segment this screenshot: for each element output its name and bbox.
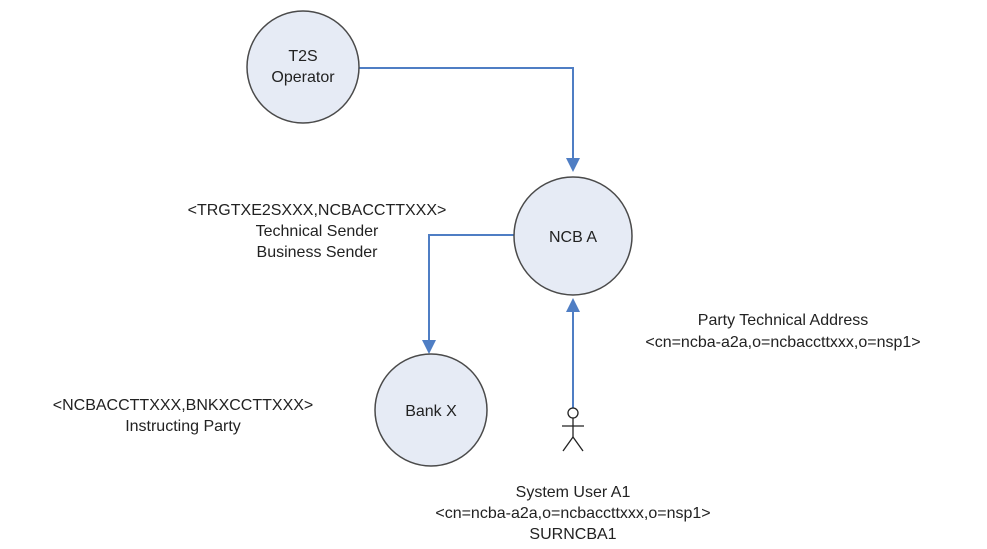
node-label: Operator [271,69,335,86]
annotation-system-user: System User A1 <cn=ncba-a2a,o=ncbaccttxx… [435,484,710,543]
connector-user-to-ncb [566,298,580,408]
node-bank-x: Bank X [374,353,488,467]
node-t2s-operator: T2S Operator [246,10,360,124]
node-circle [246,10,360,124]
actor-person-icon [562,407,584,452]
annotation-line: System User A1 [516,484,631,501]
node-ncb-a: NCB A [513,176,633,296]
annotation-line: <TRGTXE2SXXX,NCBACCTTXXX> [188,202,447,219]
node-label: T2S [288,48,317,65]
annotation-line: Business Sender [257,244,379,261]
annotation-line: <NCBACCTTXXX,BNKXCCTTXXX> [53,397,314,414]
annotation-line: Technical Sender [256,223,379,240]
annotation-line: SURNCBA1 [529,526,616,543]
connector-ncb-to-bank [422,234,514,354]
arrowhead-up-icon [566,298,580,312]
annotation-bank-instructing: <NCBACCTTXXX,BNKXCCTTXXX> Instructing Pa… [53,397,314,435]
annotation-line: Party Technical Address [698,312,868,329]
node-circle [374,353,488,467]
connector-t2s-to-ncb [358,67,580,172]
arrowhead-down-icon [566,158,580,172]
node-circle [513,176,633,296]
annotation-line: <cn=ncba-a2a,o=ncbaccttxxx,o=nsp1> [435,505,710,522]
annotation-line: <cn=ncba-a2a,o=ncbaccttxxx,o=nsp1> [645,334,920,351]
annotation-ncb-sender: <TRGTXE2SXXX,NCBACCTTXXX> Technical Send… [188,202,447,261]
node-label: Bank X [405,403,457,420]
annotation-line: Instructing Party [125,418,241,435]
annotation-party-technical-address: Party Technical Address <cn=ncba-a2a,o=n… [645,312,920,351]
node-label: NCB A [549,229,597,246]
arrowhead-down-icon [422,340,436,354]
